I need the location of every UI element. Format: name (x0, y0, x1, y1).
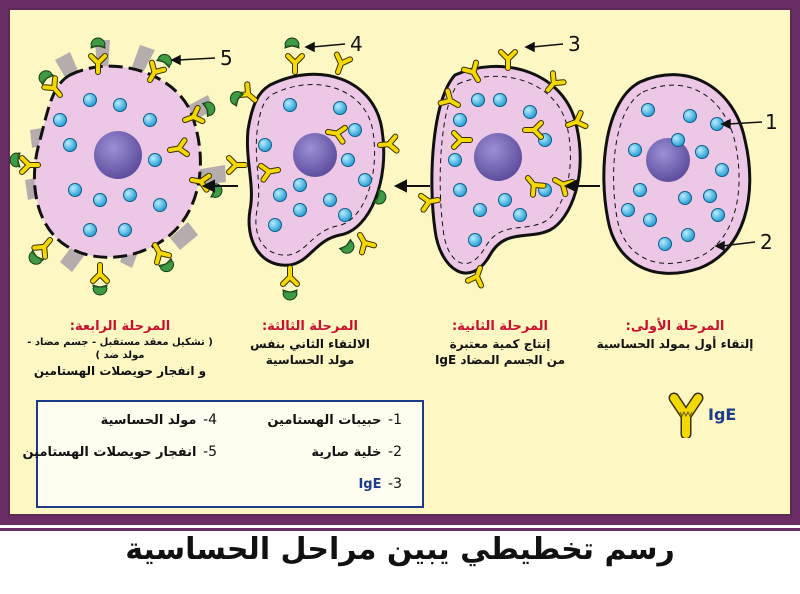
stage-arrows (201, 179, 600, 193)
legend-label: حبيبات الهستامين (267, 413, 382, 428)
legend-item-4: 4- مولد الحساسية (101, 412, 217, 428)
stage3-desc-line2: مولد الحساسية (265, 352, 355, 367)
stage2-desc-line1: إنتاج كمية معتبرة (449, 336, 551, 351)
stage2-title: المرحلة الثانية: (451, 319, 549, 334)
stage4-title: المرحلة الرابعة: (69, 319, 171, 334)
marker-2: 2 (760, 230, 773, 254)
caption-bar (0, 520, 800, 594)
legend-num: 5- (203, 444, 217, 460)
legend-num: 3- (388, 476, 402, 492)
stage4-desc-line1: ( تشكيل معقد مستقبل - جسم مضاد - مولد ضد… (27, 336, 213, 362)
stage4-text: المرحلة الرابعة: ( تشكيل معقد مستقبل - ج… (15, 318, 225, 379)
stage4-cell (9, 37, 226, 296)
diagram-caption: رسم تخطيطي يبين مراحل الحساسية (125, 532, 675, 567)
stage3-title: المرحلة الثالثة: (261, 319, 359, 334)
legend-label: IgE (358, 477, 382, 492)
stage4-desc-line2: و انفجار حويصلات الهستامين (33, 363, 207, 378)
stage1-cell (602, 73, 752, 275)
legend-item-2: 2- خلية صارية (311, 444, 402, 460)
legend-item-3: 3- IgE (358, 476, 402, 492)
ige-key-label: IgE (708, 405, 737, 424)
legend-num: 2- (388, 444, 402, 460)
marker-3: 3 (568, 32, 581, 56)
legend-label: خلية صارية (311, 445, 382, 460)
stage2-cell (421, 52, 585, 285)
stage2-desc-line2: من الجسم المضاد IgE (434, 352, 566, 367)
marker-5: 5 (220, 46, 233, 70)
ige-key-icon (668, 392, 704, 438)
nucleus (646, 138, 690, 182)
stage1-title: المرحلة الأولى: (625, 319, 725, 334)
stage3-text: المرحلة الثالثة: الالتقاء الثاني بنفس مو… (225, 318, 395, 368)
stage1-text: المرحلة الأولى: إلتقاء أول بمولد الحساسي… (590, 318, 760, 352)
marker-4: 4 (350, 32, 363, 56)
legend-num: 1- (388, 412, 402, 428)
stage2-text: المرحلة الثانية: إنتاج كمية معتبرة من ال… (415, 318, 585, 368)
legend-item-1: 1- حبيبات الهستامين (267, 412, 402, 428)
legend-label: انفجار حويصلات الهستامين (22, 445, 197, 460)
legend-label: مولد الحساسية (100, 413, 197, 428)
caption-divider (0, 528, 800, 531)
marker-1: 1 (765, 110, 778, 134)
stage3-desc-line1: الالتقاء الثاني بنفس (250, 336, 370, 351)
stage1-desc: إلتقاء أول بمولد الحساسية (596, 336, 754, 351)
stage3-cell (228, 37, 397, 301)
legend-box: 1- حبيبات الهستامين 2- خلية صارية 3- IgE… (22, 400, 424, 508)
legend-item-5: 5- انفجار حويصلات الهستامين (22, 444, 217, 460)
legend-num: 4- (203, 412, 217, 428)
marker-arrows (170, 41, 763, 252)
